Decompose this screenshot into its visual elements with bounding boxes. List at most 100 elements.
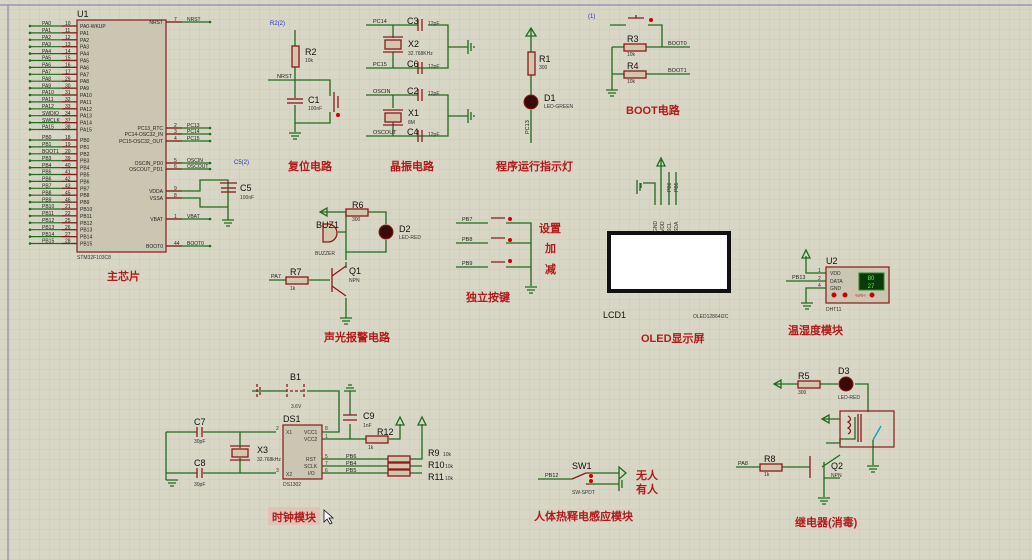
dht11-sensor[interactable]: 80 27 %RH VDD DATA GND 1 2 4 PB13 U2 DHT…: [786, 248, 890, 313]
u1-pin-number: 5: [174, 158, 177, 164]
b1-value: 3.6V: [291, 404, 302, 410]
ds-pin-5: 5: [325, 454, 328, 460]
u1-pin-number: 19: [65, 142, 71, 148]
alarm-circuit[interactable]: R6 300 BUZ1 BUZZER D2 LED-RED R7 1k Q1 N…: [269, 200, 421, 325]
ds-pin-vcc1: VCC1: [304, 430, 318, 436]
u1-left-pin-terminal: [28, 138, 32, 142]
net-label: PB10: [42, 204, 54, 210]
ds-pin-2: 2: [276, 426, 279, 432]
c2-ref: C2: [407, 86, 419, 96]
oled-pin-scl: SCL: [667, 222, 673, 232]
u1-pin-name: PB11: [80, 214, 92, 220]
ds-pin-x2: X2: [286, 472, 292, 478]
r2-ref: R2: [305, 47, 317, 57]
b1-ref: B1: [290, 372, 301, 382]
key-label-set: 设置: [539, 221, 561, 235]
c5-capacitor[interactable]: C5 100nF C5(2): [221, 160, 254, 227]
buz1-ref: BUZ1: [316, 220, 339, 230]
u1-left-pin-terminal: [28, 228, 32, 231]
u1-pin-number: 45: [65, 190, 71, 196]
net-label: SWDIO: [42, 111, 59, 117]
q2-ref: Q2: [831, 461, 843, 471]
u1-pin-name: NRST: [149, 20, 163, 26]
u1-pin-name: PA13: [80, 114, 92, 120]
ds-pin-7: 7: [325, 461, 328, 467]
u1-left-pin-terminal: [28, 38, 32, 42]
u1-pin-name: PB12: [80, 221, 92, 227]
relay-circuit[interactable]: R5 300 D3 LED-RED R8 1k Q2 NPN PA8: [736, 366, 895, 505]
r5-value: 300: [798, 390, 807, 396]
boot-probe[interactable]: (1): [588, 14, 595, 20]
ds-pin-sclk: SCLK: [304, 464, 318, 470]
r6-ref: R6: [352, 200, 364, 210]
r2-probe[interactable]: R2(2): [270, 21, 285, 27]
ds-pin-io: I/O: [308, 471, 315, 477]
keys-circuit[interactable]: PB7 PB8 PB9 设置 加 减: [456, 217, 561, 294]
c5-ref: C5: [240, 183, 252, 193]
u1-right-pin-terminal: [208, 20, 212, 24]
run-led-circuit[interactable]: R1 300 D1 LED-GREEN PC13: [523, 26, 574, 143]
u1-left-pin-terminal: [28, 214, 32, 218]
net-label: PA4: [42, 49, 51, 55]
net-pb4: PB4: [346, 461, 356, 467]
boot-circuit[interactable]: (1) R3 10k R4 10k BOOT0 BOOT1: [588, 14, 690, 97]
x3-value: 32.768kHz: [257, 457, 281, 463]
c6-ref: C6: [407, 59, 419, 69]
u1-pin-name: BOOT0: [146, 244, 163, 250]
net-boot1: BOOT1: [668, 68, 687, 74]
net-label: PB5: [42, 170, 52, 176]
u1-pin-name: PA11: [80, 100, 92, 106]
u1-pin-number: 20: [65, 149, 71, 155]
net-label: PB8: [42, 190, 52, 196]
u1-pin-number: 17: [65, 70, 71, 76]
ds-pin-vcc2: VCC2: [304, 437, 318, 443]
title-reset: 复位电路: [287, 159, 333, 173]
u1-pin-number: 42: [65, 177, 71, 183]
reset-button[interactable]: [333, 92, 339, 112]
net-label: OSCOUT: [187, 164, 208, 170]
net-label: PB9: [42, 197, 52, 203]
c9-value: 1nF: [363, 423, 372, 429]
net-label: BOOT0: [187, 241, 204, 247]
crystal-circuit[interactable]: PC14 PC15 OSCIN OSCOUT C3 C6 C2 C4 12pF …: [366, 16, 475, 142]
net-label: PB12: [42, 218, 54, 224]
u1-pin-number: 7: [174, 17, 177, 23]
u1-pin-number: 44: [174, 241, 180, 247]
clock-circuit[interactable]: X1 X2 2 3 VCC1 VCC2 RST SCLK I/O 8 1 5 7…: [165, 372, 454, 488]
u1-pin-name: VBAT: [150, 217, 163, 223]
reset-circuit[interactable]: R2(2) R2 10k NRST C1 100nF: [268, 21, 340, 140]
net-oscout: OSCOUT: [373, 130, 397, 136]
net-label: PB6: [42, 177, 52, 183]
u1-left-pin-terminal: [28, 128, 32, 131]
net-label: PA8: [42, 76, 51, 82]
dht-humidity: 80: [868, 276, 875, 282]
dht-pin-1: 1: [818, 268, 821, 274]
d3-value: LED-RED: [838, 395, 860, 401]
u1-left-pin-terminal: [28, 166, 32, 169]
c5-wiring: [190, 179, 237, 220]
r3-value: 10k: [627, 52, 636, 58]
pir-circuit[interactable]: PB12 SW1 SW-SPDT 无人 有人: [538, 461, 659, 496]
u1-left-pin-terminal: [28, 24, 32, 28]
label-person: 有人: [636, 482, 659, 496]
buz1-value: BUZZER: [315, 251, 335, 257]
r6-value: 300: [352, 217, 361, 223]
oled-display[interactable]: GND VDD SCL SDA PB6 PB5 LCD1 OLED12864I2…: [603, 156, 731, 320]
net-pb5: PB5: [346, 468, 356, 474]
net-pc13: PC13: [525, 120, 531, 134]
u1-pin-number: 22: [65, 211, 71, 217]
r8-value: 1k: [764, 472, 770, 478]
c5-probe[interactable]: C5(2): [234, 160, 249, 166]
c1-ref: C1: [308, 95, 320, 105]
u1-pin-name: PB3: [80, 159, 90, 165]
u1-pin-number: 46: [65, 197, 71, 203]
r9-value: 10k: [443, 452, 452, 458]
key-label-minus: 减: [545, 262, 556, 276]
u1-pin-name: VDDA: [149, 189, 164, 195]
ds1302-body: [282, 424, 323, 480]
key-label-plus: 加: [544, 241, 556, 255]
r9-ref: R9: [428, 448, 440, 458]
